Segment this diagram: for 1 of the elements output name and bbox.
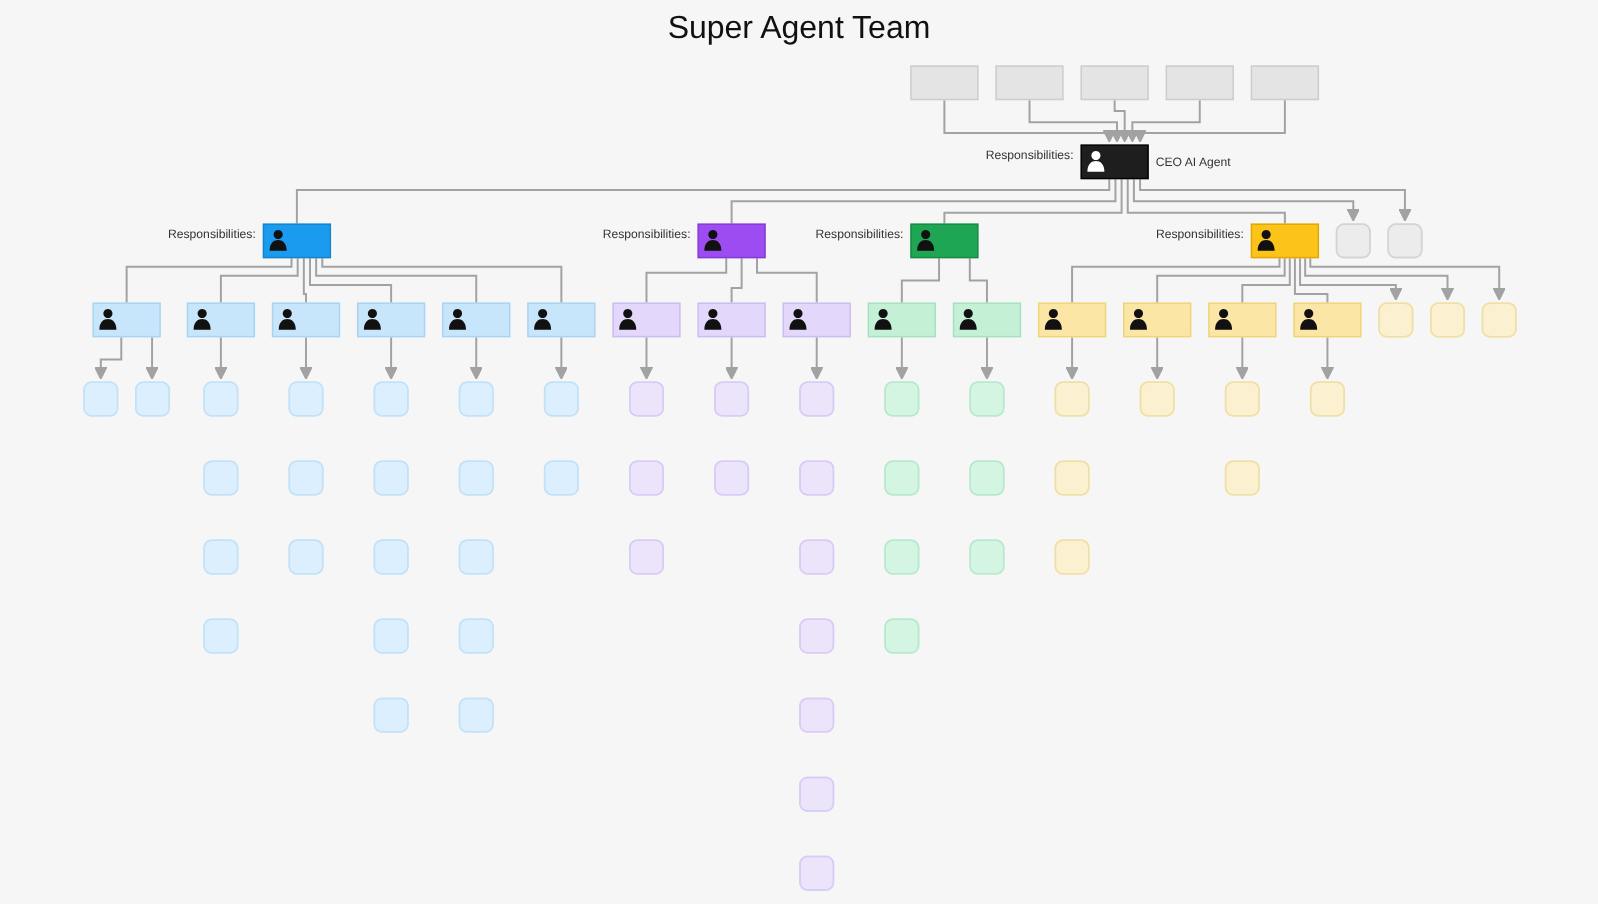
diagram-title: Super Agent Team: [667, 12, 931, 48]
